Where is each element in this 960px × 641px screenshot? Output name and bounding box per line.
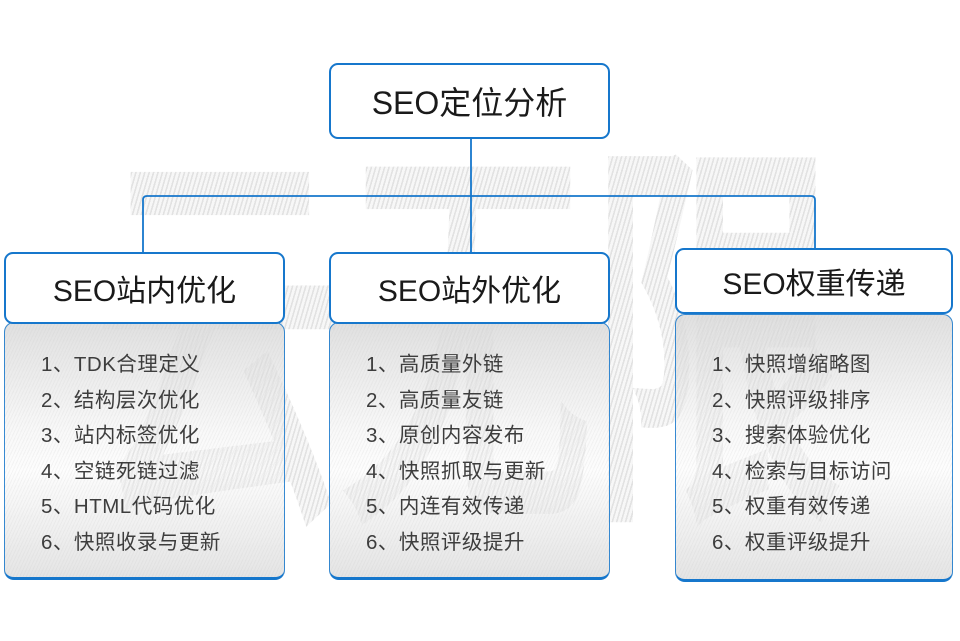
- list-item: 3、搜索体验优化: [712, 424, 871, 447]
- list-item: 4、检索与目标访问: [712, 459, 892, 483]
- column-header-weight: SEO权重传递: [675, 248, 953, 314]
- list-item: 2、高质量友链: [366, 388, 504, 412]
- list-item: 3、原创内容发布: [366, 424, 525, 447]
- list-item: 4、快照抓取与更新: [366, 459, 546, 483]
- column-header-label: SEO权重传递: [722, 268, 906, 301]
- list-item: 6、权重评级提升: [712, 530, 871, 554]
- list-item: 4、空链死链过滤: [41, 459, 200, 483]
- root-node-label: SEO定位分析: [371, 85, 568, 121]
- list-item: 2、快照评级排序: [712, 388, 871, 412]
- list-item: 5、内连有效传递: [366, 495, 525, 518]
- list-item: 5、权重有效传递: [712, 495, 871, 518]
- list-item: 1、高质量外链: [366, 353, 504, 376]
- list-item: 6、快照评级提升: [366, 530, 525, 554]
- list-item: 3、站内标签优化: [41, 424, 200, 447]
- list-item: 1、快照增缩略图: [712, 353, 871, 376]
- column-list: 1、高质量外链 2、高质量友链 3、原创内容发布 4、快照抓取与更新 5、内连有效传递 6…: [330, 323, 609, 560]
- column-panel-weight: 1、快照增缩略图 2、快照评级排序 3、搜索体验优化 4、检索与目标访问 5、权重有效传…: [675, 314, 953, 582]
- list-item: 6、快照收录与更新: [41, 530, 221, 554]
- list-item: 5、HTML代码优化: [41, 495, 216, 518]
- column-list: 1、TDK合理定义 2、结构层次优化 3、站内标签优化 4、空链死链过滤 5、HTML代…: [5, 323, 284, 560]
- root-node: SEO定位分析: [329, 63, 610, 139]
- list-item: 2、结构层次优化: [41, 388, 200, 412]
- column-header-onsite: SEO站内优化: [4, 252, 285, 324]
- column-panel-onsite: 1、TDK合理定义 2、结构层次优化 3、站内标签优化 4、空链死链过滤 5、HTML代…: [4, 322, 285, 580]
- column-list: 1、快照增缩略图 2、快照评级排序 3、搜索体验优化 4、检索与目标访问 5、权重有效传…: [676, 315, 952, 560]
- column-header-label: SEO站内优化: [52, 275, 237, 308]
- column-header-offsite: SEO站外优化: [329, 252, 610, 324]
- list-item: 1、TDK合理定义: [41, 353, 201, 376]
- column-panel-offsite: 1、高质量外链 2、高质量友链 3、原创内容发布 4、快照抓取与更新 5、内连有效传递 6…: [329, 322, 610, 580]
- column-header-label: SEO站外优化: [377, 275, 562, 308]
